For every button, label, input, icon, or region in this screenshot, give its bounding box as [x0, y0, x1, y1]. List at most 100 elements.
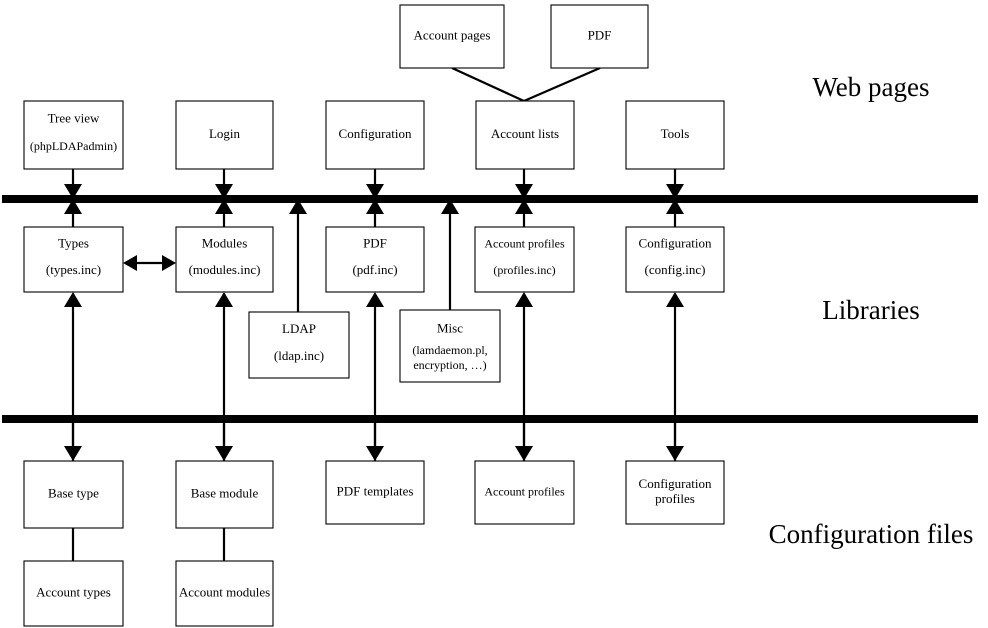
- node-configuration-page[interactable]: Configuration: [325, 100, 425, 170]
- connector-bus-to-configuration-profiles: [666, 419, 684, 461]
- node-box-configuration-profiles-files[interactable]: [625, 460, 725, 525]
- connector-ldap-to-bus: [289, 199, 307, 312]
- node-box-account-modules[interactable]: [175, 560, 274, 627]
- node-base-type[interactable]: Base type: [23, 460, 124, 529]
- connector-tools-to-bus: [666, 169, 684, 199]
- node-box-ldap-lib[interactable]: [248, 311, 350, 379]
- node-account-profiles-files[interactable]: Account profiles: [474, 460, 575, 525]
- node-modules-lib[interactable]: Modules(modules.inc): [175, 226, 274, 293]
- node-title-configuration-profiles-files: profiles: [655, 491, 695, 506]
- node-box-configuration-lib[interactable]: [625, 226, 725, 293]
- arrow-head-down: [515, 184, 533, 199]
- node-box-misc-lib[interactable]: [399, 309, 501, 383]
- node-account-pages[interactable]: Account pages: [399, 4, 505, 69]
- node-account-profiles-lib[interactable]: Account profiles(profiles.inc): [474, 226, 575, 293]
- node-box-types-lib[interactable]: [23, 226, 124, 293]
- connector-account-profiles-to-bus: [515, 199, 533, 227]
- connector-login-to-bus: [215, 169, 233, 199]
- node-box-account-profiles-lib[interactable]: [474, 226, 575, 293]
- section-label-configuration-files: Configuration files: [769, 519, 974, 549]
- connector-bus-to-account-profiles-files: [515, 419, 533, 461]
- node-login[interactable]: Login: [175, 100, 274, 170]
- node-box-tree-view[interactable]: [23, 100, 124, 170]
- connector-account-lists-to-bus: [515, 169, 533, 199]
- node-ldap-lib[interactable]: LDAP(ldap.inc): [248, 311, 350, 379]
- arrow-head-up: [666, 292, 684, 307]
- node-tools[interactable]: Tools: [625, 100, 725, 170]
- arrow-head-up: [289, 199, 307, 214]
- node-subtitle-configuration-lib: (config.inc): [644, 262, 705, 277]
- arrow-head-down: [64, 446, 82, 461]
- node-account-modules[interactable]: Account modules: [175, 560, 274, 627]
- section-label-web-pages: Web pages: [812, 72, 929, 102]
- section-label-libraries: Libraries: [822, 295, 919, 325]
- node-box-account-profiles-files[interactable]: [474, 460, 575, 525]
- arrow-head-down: [515, 446, 533, 461]
- node-account-types[interactable]: Account types: [23, 560, 124, 627]
- node-subtitle-misc-lib: (lamdaemon.pl,: [412, 343, 487, 357]
- node-base-module[interactable]: Base module: [175, 460, 274, 529]
- node-box-configuration-page[interactable]: [325, 100, 425, 170]
- node-account-lists[interactable]: Account lists: [475, 100, 575, 170]
- arrow-head-down: [215, 446, 233, 461]
- connector-modules-to-bus: [215, 199, 233, 227]
- arrow-head-down: [366, 184, 384, 199]
- node-box-login[interactable]: [175, 100, 274, 170]
- node-title-pdf-lib: PDF: [363, 236, 387, 251]
- node-box-base-module[interactable]: [175, 460, 274, 529]
- node-box-pdf-lib[interactable]: [325, 226, 425, 293]
- node-misc-lib[interactable]: Misc(lamdaemon.pl,encryption, …): [399, 309, 501, 383]
- node-pdf-page[interactable]: PDF: [550, 4, 649, 69]
- node-title-base-type: Base type: [48, 485, 99, 500]
- node-subtitle-tree-view: (phpLDAPadmin): [30, 139, 117, 153]
- node-subtitle-ldap-lib: (ldap.inc): [274, 348, 324, 363]
- connector-bus-to-base-module: [215, 419, 233, 461]
- node-subtitle-modules-lib: (modules.inc): [189, 262, 261, 277]
- node-title-configuration-page: Configuration: [339, 126, 412, 141]
- connector-tree-view-to-bus: [64, 169, 82, 199]
- node-box-tools[interactable]: [625, 100, 725, 170]
- connector-pdf-lib-to-bus: [366, 199, 384, 227]
- node-box-account-types[interactable]: [23, 560, 124, 627]
- node-box-account-pages[interactable]: [399, 4, 505, 69]
- node-box-base-type[interactable]: [23, 460, 124, 529]
- node-configuration-lib[interactable]: Configuration(config.inc): [625, 226, 725, 293]
- connector-types-modules-bidirectional: [123, 255, 176, 271]
- bus-bar-layer: [2, 195, 978, 423]
- node-title-account-lists: Account lists: [491, 126, 559, 141]
- arrow-head-up: [666, 199, 684, 214]
- node-title-configuration-profiles-files: Configuration: [639, 476, 712, 491]
- connector-configuration-lib-to-bus: [666, 199, 684, 227]
- connector-account-pages-to-account-lists: [451, 67, 525, 102]
- node-subtitle-types-lib: (types.inc): [46, 262, 101, 277]
- arrow-head-down: [366, 446, 384, 461]
- arrow-head-up: [515, 292, 533, 307]
- node-box-pdf-templates[interactable]: [325, 460, 425, 525]
- arrow-head-down: [215, 184, 233, 199]
- connector-configuration-page-to-bus: [366, 169, 384, 199]
- node-box-modules-lib[interactable]: [175, 226, 274, 293]
- arrow-head-up: [515, 199, 533, 214]
- arrow-head-up: [441, 199, 459, 214]
- node-box-pdf-page[interactable]: [550, 4, 649, 69]
- arrow-head-down: [666, 446, 684, 461]
- node-title-account-pages: Account pages: [414, 27, 491, 42]
- node-title-pdf-page: PDF: [588, 27, 612, 42]
- node-pdf-lib[interactable]: PDF (pdf.inc): [325, 226, 425, 293]
- node-tree-view[interactable]: Tree view(phpLDAPadmin): [23, 100, 124, 170]
- arrow-head-left: [123, 255, 137, 271]
- arrow-head-up: [64, 292, 82, 307]
- arrow-head-up: [366, 292, 384, 307]
- connector-pdf-page-to-account-lists: [523, 66, 601, 103]
- node-subtitle-pdf-lib: (pdf.inc): [352, 262, 397, 277]
- arrow-head-up: [64, 199, 82, 214]
- node-pdf-templates[interactable]: PDF templates: [325, 460, 425, 525]
- node-title-account-profiles-files: Account profiles: [484, 484, 565, 498]
- arrow-head-down: [64, 184, 82, 199]
- node-box-account-lists[interactable]: [475, 100, 575, 170]
- node-types-lib[interactable]: Types(types.inc): [23, 226, 124, 293]
